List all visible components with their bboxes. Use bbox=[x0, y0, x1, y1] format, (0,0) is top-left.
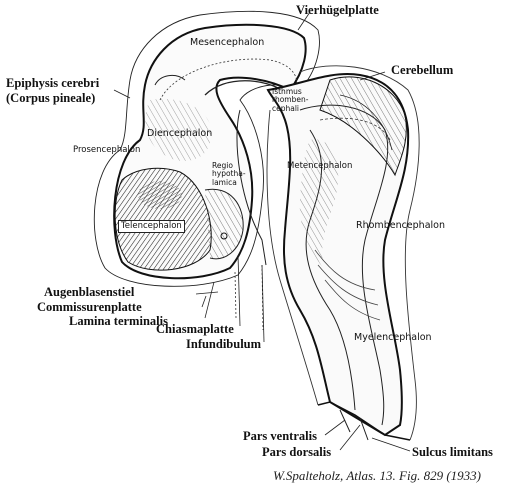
label-corpus-pineale: (Corpus pineale) bbox=[6, 91, 96, 105]
label-chiasmaplatte: Chiasmaplatte bbox=[156, 322, 234, 336]
label-rhombencephalon: Rhombencephalon bbox=[356, 220, 445, 231]
label-cerebellum: Cerebellum bbox=[391, 63, 454, 77]
label-infundibulum: Infundibulum bbox=[186, 337, 262, 351]
label-sulcus-limitans: Sulcus limitans bbox=[412, 445, 493, 459]
label-epiphysis: Epiphysis cerebri bbox=[6, 76, 100, 90]
label-regio-hypothalamica: Regio hypotha- lamica bbox=[212, 161, 246, 187]
label-metencephalon: Metencephalon bbox=[287, 161, 353, 171]
label-prosencephalon: Prosencephalon bbox=[73, 145, 141, 155]
figure-credit: W.Spalteholz, Atlas. 13. Fig. 829 (1933) bbox=[273, 468, 481, 483]
label-augenblasenstiel: Augenblasenstiel bbox=[44, 285, 135, 299]
label-pars-dorsalis: Pars dorsalis bbox=[262, 445, 332, 459]
label-lamina-terminalis: Lamina terminalis bbox=[69, 314, 168, 328]
label-vierhugelplatte: Vierhügelplatte bbox=[296, 3, 379, 17]
label-mesencephalon: Mesencephalon bbox=[190, 37, 265, 48]
label-isthmus: Isthmus rhomben- cephali bbox=[272, 87, 309, 113]
label-commissurenplatte: Commissurenplatte bbox=[37, 300, 142, 314]
outer-outline bbox=[93, 10, 320, 287]
rhombencephalon-outer bbox=[266, 73, 410, 437]
label-myelencephalon: Myelencephalon bbox=[354, 332, 432, 343]
label-telencephalon: Telencephalon bbox=[118, 220, 185, 233]
label-diencephalon: Diencephalon bbox=[147, 128, 213, 139]
label-pars-ventralis: Pars ventralis bbox=[243, 429, 317, 443]
